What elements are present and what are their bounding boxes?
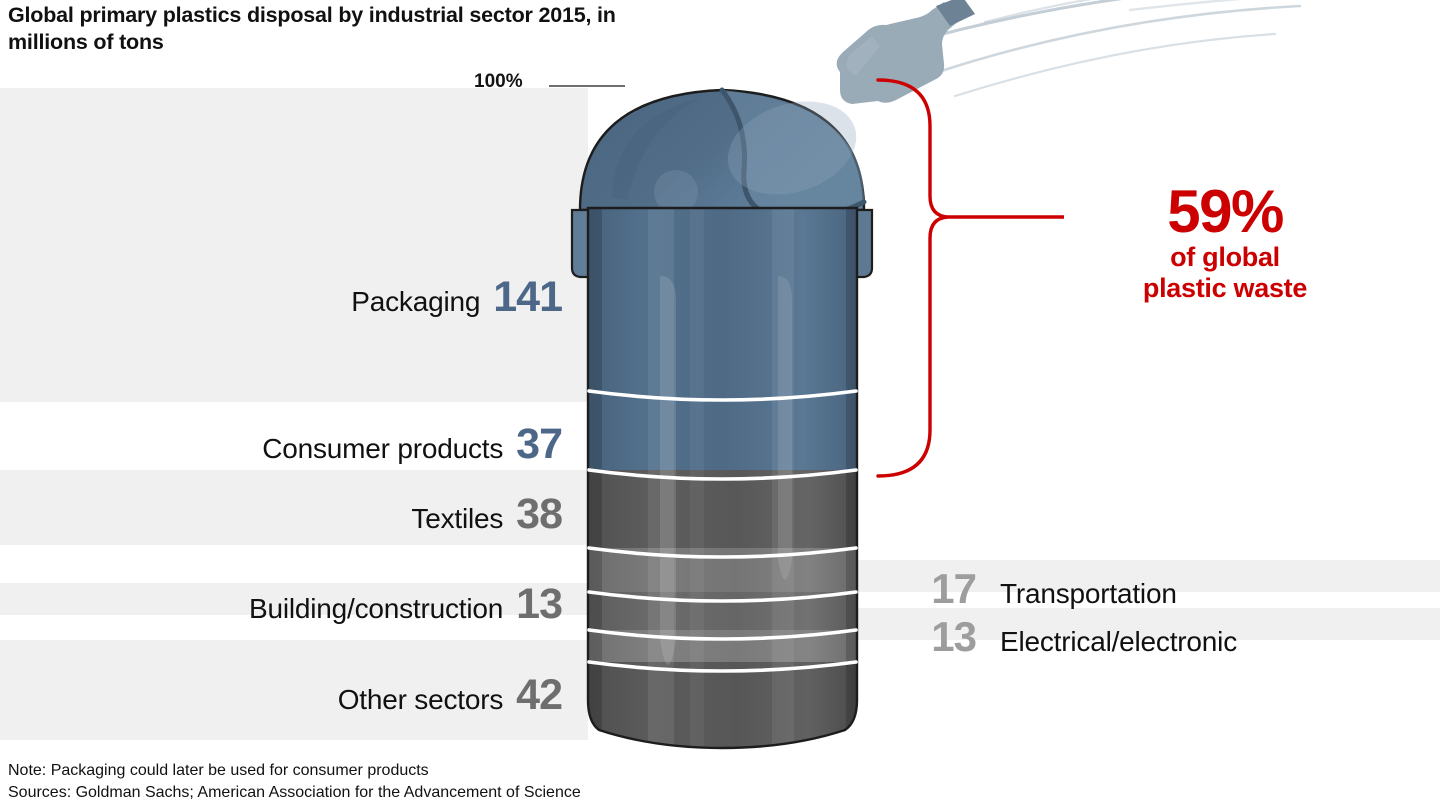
segment-transportation [588, 548, 857, 594]
bin-lid-icon [578, 87, 867, 222]
row-consumer-products: Consumer products 37 [0, 420, 563, 469]
band-transportation [852, 560, 1440, 592]
segment-textiles [588, 470, 857, 550]
callout-line1: of global [1170, 242, 1280, 272]
bin-outline [586, 206, 859, 750]
segment-other [588, 662, 857, 748]
motion-trail-icon [903, 0, 1302, 98]
row-value-building-construction: 13 [516, 580, 563, 628]
row-electrical-electronic: 13 Electrical/electronic [900, 613, 1237, 661]
footer-sources: Sources: Goldman Sachs; American Associa… [8, 784, 581, 801]
row-label-transportation: Transportation [1000, 578, 1177, 609]
row-value-transportation: 17 [931, 565, 977, 612]
callout-block: 59% of global plastic waste [1060, 182, 1390, 304]
row-other-sectors: Other sectors 42 [0, 671, 563, 720]
page-title: Global primary plastics disposal by indu… [8, 3, 616, 54]
row-building-construction: Building/construction 13 [0, 580, 563, 629]
row-label-consumer-products: Consumer products [262, 433, 504, 464]
segment-packaging [588, 208, 857, 400]
band-building [0, 583, 588, 615]
row-label-other-sectors: Other sectors [337, 684, 504, 715]
segment-consumer-products [588, 396, 857, 474]
row-value-consumer-products: 37 [516, 420, 563, 468]
row-value-other-sectors: 42 [516, 671, 563, 719]
footer-note: Note: Packaging could later be used for … [8, 762, 429, 779]
row-label-electrical-electronic: Electrical/electronic [1000, 626, 1237, 657]
band-other [0, 640, 588, 740]
row-label-building-construction: Building/construction [248, 593, 504, 624]
axis-leader-line [549, 85, 625, 87]
row-textiles: Textiles 38 [0, 490, 563, 539]
row-value-packaging: 141 [493, 273, 563, 321]
band-electrical [852, 608, 1440, 640]
callout-line2: plastic waste [1142, 273, 1308, 303]
row-value-textiles: 38 [516, 490, 563, 538]
row-value-electrical-electronic: 13 [931, 613, 977, 660]
row-transportation: 17 Transportation [900, 565, 1177, 613]
row-packaging: Packaging 141 [0, 273, 563, 322]
callout-brace [876, 78, 1064, 478]
callout-value: 59% [1167, 178, 1284, 245]
segment-dividers [587, 389, 858, 673]
segment-electrical [588, 592, 857, 632]
axis-top-label: 100% [474, 71, 523, 92]
band-packaging [0, 88, 588, 402]
row-label-textiles: Textiles [411, 503, 504, 534]
row-label-packaging: Packaging [351, 286, 481, 317]
band-textiles [0, 470, 588, 545]
bin-body-segments [588, 208, 857, 748]
footer-block: Note: Packaging could later be used for … [8, 760, 581, 804]
plastic-bottle-icon [836, 0, 975, 104]
